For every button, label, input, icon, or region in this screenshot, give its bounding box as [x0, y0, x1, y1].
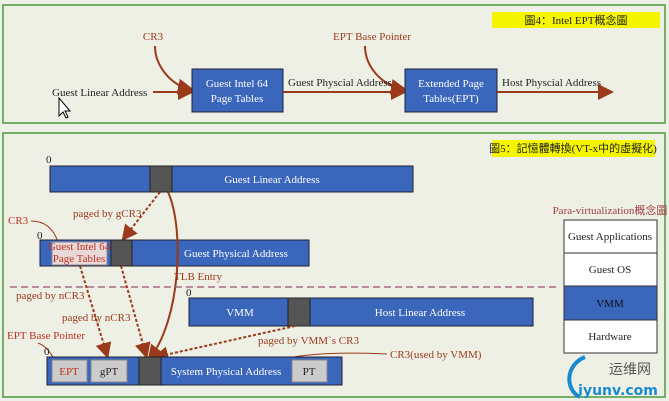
tlb-entry-label: TLB Entry [174, 271, 222, 283]
box2-line1: Extended Page [418, 78, 484, 90]
vmm-text: VMM [226, 307, 254, 319]
figure4-panel: 圖4：Intel EPT概念圖 CR3 EPT Base Pointer Gue… [2, 4, 666, 124]
layer-guest-applications: Guest Applications [568, 231, 652, 243]
cr3-red-label: CR3 [8, 215, 29, 227]
gpt-cell: gPT [100, 366, 119, 378]
cr3-label: CR3 [143, 31, 164, 43]
watermark-logo-icon [567, 355, 586, 399]
host-physical-address-label: Host Physcial Address [502, 77, 601, 89]
guest-linear-address-text: Guest Linear Address [224, 174, 319, 186]
figure4-caption: 圖4：Intel EPT概念圖 [525, 13, 628, 27]
host-linear-address-text: Host Linear Address [375, 307, 465, 319]
host-linear-address-bar [188, 297, 534, 327]
figure5-caption: 圖5：記憶體轉換(VT-x中的虛擬化) [489, 141, 657, 155]
zero-label: 0 [46, 154, 52, 166]
layer-vmm: VMM [596, 298, 624, 310]
box1-line2: Page Tables [211, 93, 264, 105]
guest-linear-address-bar [49, 165, 414, 193]
figure4-caption-box [492, 12, 660, 28]
guest-physical-address-label: Guest Physcial Address [288, 77, 392, 89]
box1-line1: Guest Intel 64 [206, 78, 269, 90]
watermark-line2: iyunv.com [578, 383, 658, 399]
ept-cell: EPT [59, 366, 79, 378]
zero-label: 0 [186, 287, 192, 299]
paged-by-ncr3-2: paged by nCR3 [62, 312, 131, 324]
ept-base-pointer-red: EPT Base Pointer [7, 330, 85, 342]
system-physical-address-text: System Physical Address [171, 366, 282, 378]
guest-linear-address-label: Guest Linear Address [52, 87, 147, 99]
guest-pt-line1: Guest Intel 64 [48, 241, 111, 253]
paged-by-gcr3: paged by gCR3 [73, 208, 142, 220]
zero-label: 0 [37, 230, 43, 242]
layer-guest-os: Guest OS [589, 264, 631, 276]
figure5-caption-box [492, 140, 655, 157]
zero-label: 0 [44, 346, 50, 358]
paged-by-vmm-cr3: paged by VMM`s CR3 [258, 335, 359, 347]
paravirt-title: Para-virtualization概念圖 [553, 203, 668, 217]
ept-box [404, 68, 498, 113]
paged-by-ncr3-1: paged by nCR3 [16, 290, 85, 302]
guest-pt-line2: Page Tables [53, 253, 106, 265]
layer-hardware: Hardware [588, 331, 631, 343]
figure5-panel: 圖5：記憶體轉換(VT-x中的虛擬化) 0 Guest Linear Addre… [2, 132, 668, 399]
watermark-line1: 运维网 [609, 362, 651, 378]
tlb-entry-arrow [147, 191, 179, 362]
pt-cell: PT [303, 366, 316, 378]
guest-physical-address-text: Guest Physical Address [184, 248, 288, 260]
guest-page-tables-box [191, 68, 284, 113]
cr3-used-by-vmm: CR3(used by VMM) [390, 349, 482, 361]
box2-line2: Tables(EPT) [423, 93, 479, 105]
mouse-cursor-icon [58, 96, 72, 119]
ept-base-pointer-label: EPT Base Pointer [333, 31, 411, 43]
